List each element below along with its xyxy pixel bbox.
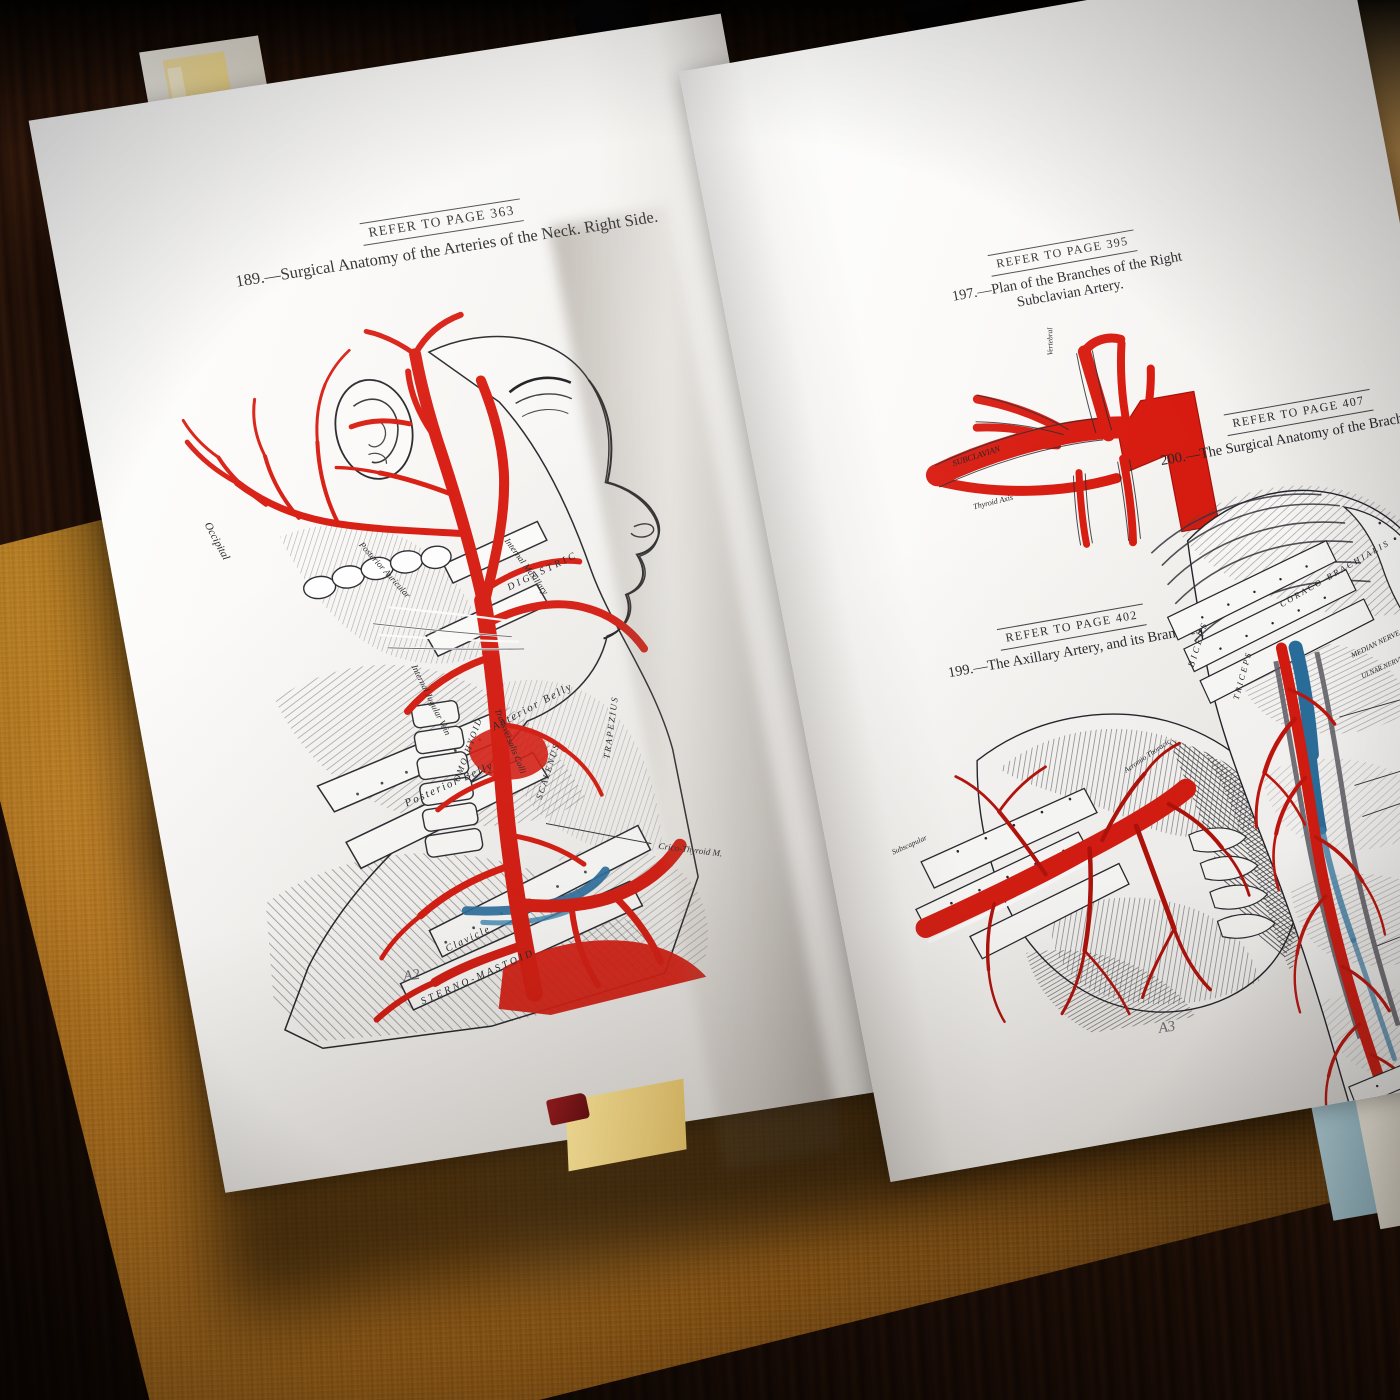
right-page-inner: REFER TO PAGE 395 197.—Plan of the Branc… bbox=[678, 0, 1400, 1182]
svg-text:Thyroid Axis: Thyroid Axis bbox=[972, 493, 1014, 512]
left-page[interactable]: REFER TO PAGE 363 189.—Surgical Anatomy … bbox=[28, 13, 918, 1193]
figure-189-neck-arteries: Occipital Posterior Auricular Internal M… bbox=[125, 264, 872, 1087]
svg-text:Vertebral: Vertebral bbox=[1045, 328, 1054, 356]
right-page[interactable]: REFER TO PAGE 395 197.—Plan of the Branc… bbox=[678, 0, 1400, 1182]
figure-200-brachial-artery: BICEPS CORACO-BRACHIALIS TRICEPS MEDIAN … bbox=[1140, 445, 1400, 1151]
left-page-inner: REFER TO PAGE 363 189.—Surgical Anatomy … bbox=[28, 13, 918, 1193]
figure-197-subclavian-plan: SUBCLAVIAN Thyroid Axis Vertebral bbox=[906, 308, 1282, 583]
figure-199-axillary-artery: Subscapular Acromio Thoracic bbox=[865, 667, 1340, 1064]
figure-197-heading: REFER TO PAGE 395 197.—Plan of the Branc… bbox=[908, 215, 1225, 329]
svg-text:Occipital: Occipital bbox=[202, 520, 232, 562]
